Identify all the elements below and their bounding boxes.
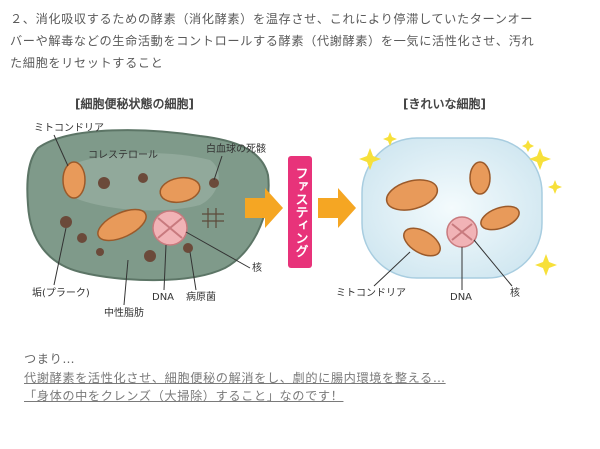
label-mitochondria-left: ミトコンドリア xyxy=(34,123,104,134)
mitochondrion-clean-1 xyxy=(385,179,439,211)
mitochondrion-dirty-1 xyxy=(62,161,86,199)
fasting-band xyxy=(288,156,312,268)
mitochondrion-clean-2 xyxy=(469,161,491,195)
intro-paragraph: ２、消化吸収するための酵素（消化酵素）を温存させ、これにより停滞していたターンオ… xyxy=(10,8,580,74)
summary-block: つまり… 代謝酵素を活性化させ、細胞便秘の解消をし、劇的に腸内環境を整える… 「… xyxy=(24,350,446,406)
mitochondrion-dirty-3 xyxy=(97,208,147,242)
summary-lead: つまり… xyxy=(24,352,76,366)
label-dead-white-blood-cells: 白血球の死骸 xyxy=(206,142,266,155)
sparkle-icons xyxy=(359,132,562,276)
fasting-label: ファスティング xyxy=(293,167,309,258)
label-cholesterol: コレステロール xyxy=(88,150,158,161)
mitochondrion-clean-4 xyxy=(403,227,441,257)
mitochondrion-clean-3 xyxy=(480,205,520,231)
grime-particles xyxy=(60,173,219,262)
arrow-icon-right xyxy=(318,188,356,228)
left-diagram-title: [細胞便秘状態の細胞] xyxy=(75,96,194,111)
intro-line-3: た細胞をリセットすること xyxy=(10,56,164,70)
label-dna-right: DNA xyxy=(450,292,472,303)
label-neutral-fat: 中性脂肪 xyxy=(104,306,144,319)
label-mitochondria-right: ミトコンドリア xyxy=(336,288,406,299)
right-diagram-title: [きれいな細胞] xyxy=(403,96,486,111)
clean-cell xyxy=(361,137,543,279)
arrow-icon-left xyxy=(245,188,283,228)
summary-link-1[interactable]: 代謝酵素を活性化させ、細胞便秘の解消をし、劇的に腸内環境を整える… xyxy=(24,370,446,385)
label-nucleus-right: 核 xyxy=(510,286,520,299)
mitochondrion-dirty-2 xyxy=(159,176,201,204)
dirty-cell xyxy=(26,129,270,282)
label-dna-left: DNA xyxy=(152,292,174,303)
fat-lines xyxy=(202,208,224,228)
label-nucleus-left: 核 xyxy=(252,261,262,274)
label-pathogen: 病原菌 xyxy=(186,290,216,303)
summary-link-2[interactable]: 「身体の中をクレンズ（大掃除）すること」なのです！ xyxy=(24,389,344,403)
intro-line-1: ２、消化吸収するための酵素（消化酵素）を温存させ、これにより停滞していたターンオ… xyxy=(10,12,534,26)
intro-line-2: バーや解毒などの生命活動をコントロールする酵素（代謝酵素）を一気に活性化させ、汚… xyxy=(10,34,535,48)
label-plaque: 垢(プラーク) xyxy=(32,287,90,299)
